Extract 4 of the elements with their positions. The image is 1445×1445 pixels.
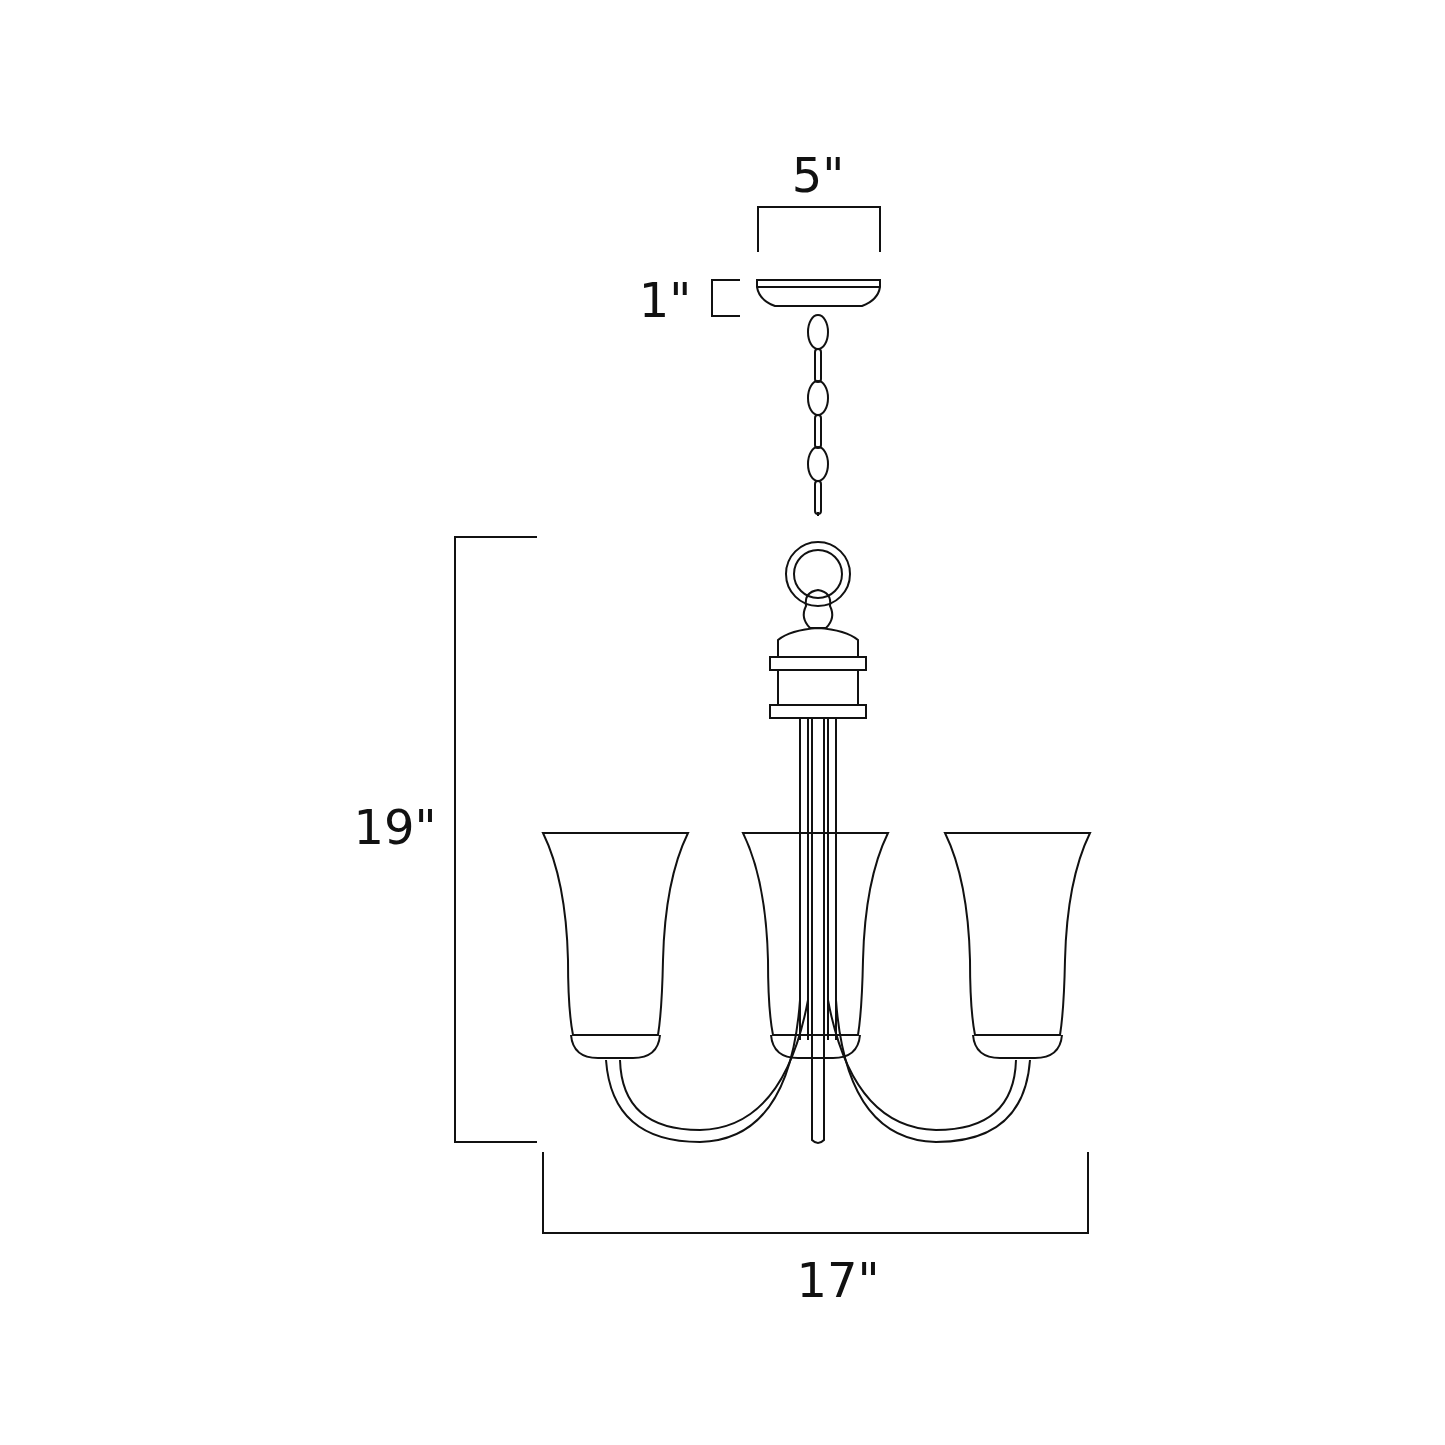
dimension-label: 17" bbox=[796, 1256, 880, 1304]
dimension-label: 19" bbox=[353, 803, 437, 851]
dimension-label: 5" bbox=[791, 151, 845, 199]
dimension-label: 1" bbox=[638, 276, 692, 324]
